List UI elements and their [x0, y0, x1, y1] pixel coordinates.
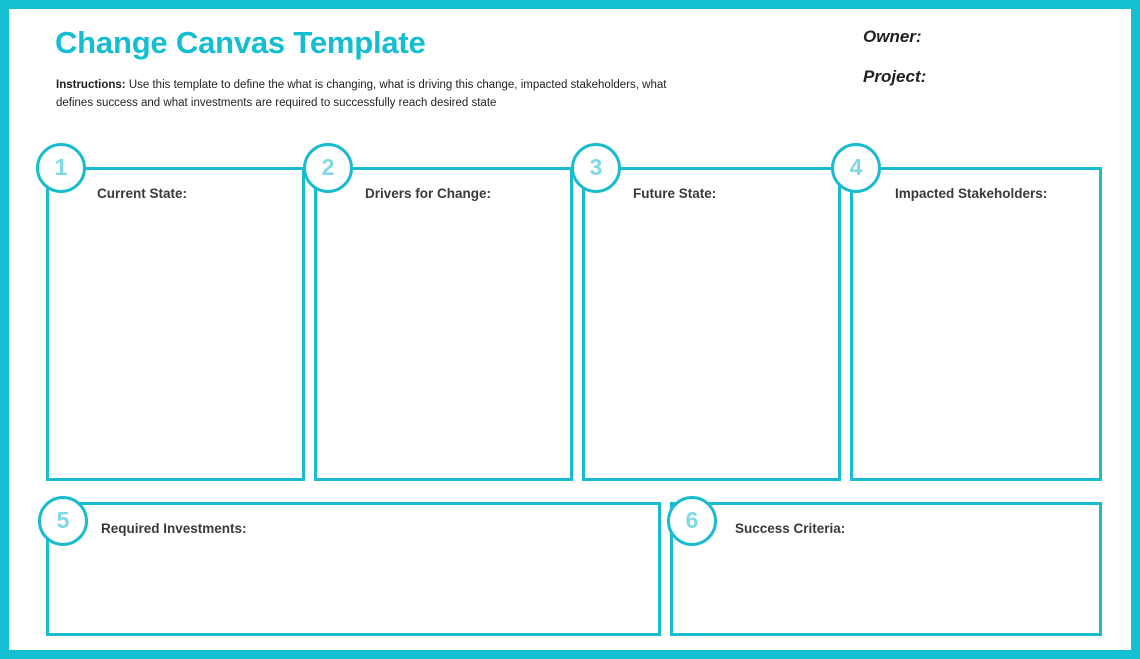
canvas-box-label: Drivers for Change: [365, 186, 492, 201]
canvas-box-success-criteria[interactable]: Success Criteria: [670, 502, 1102, 636]
canvas-box-content[interactable] [853, 216, 1099, 478]
step-number: 3 [589, 153, 603, 180]
step-number-circle-1: 1 [36, 143, 86, 193]
canvas-box-required-investments[interactable]: Required Investments: [46, 502, 661, 636]
owner-label: Owner: [863, 27, 922, 46]
canvas-box-current-state[interactable]: Current State: [46, 167, 305, 481]
canvas-box-label: Impacted Stakeholders: [895, 186, 1048, 201]
step-number: 2 [321, 153, 335, 180]
step-number-circle-2: 2 [303, 143, 353, 193]
step-number: 4 [849, 153, 863, 180]
step-number-circle-6: 6 [667, 496, 717, 546]
project-label: Project: [863, 67, 927, 86]
step-number: 1 [54, 153, 68, 180]
canvas-box-impacted-stakeholders[interactable]: Impacted Stakeholders: [850, 167, 1102, 481]
canvas-box-content[interactable] [673, 551, 1099, 633]
instructions-lead: Instructions: [56, 79, 126, 91]
instructions-text: Instructions: Use this template to defin… [56, 77, 696, 113]
canvas-box-content[interactable] [585, 216, 838, 478]
instructions-body: Use this template to define the what is … [56, 79, 667, 109]
step-number-circle-3: 3 [571, 143, 621, 193]
canvas-box-label: Required Investments: [101, 521, 247, 536]
canvas-inner-area: Change Canvas Template Instructions: Use… [9, 9, 1131, 650]
canvas-box-content[interactable] [49, 216, 302, 478]
canvas-box-label: Future State: [633, 186, 717, 201]
canvas-box-drivers-for-change[interactable]: Drivers for Change: [314, 167, 573, 481]
canvas-box-label: Current State: [97, 186, 188, 201]
canvas-box-label: Success Criteria: [735, 521, 846, 536]
canvas-box-content[interactable] [49, 551, 658, 633]
step-number: 5 [56, 506, 70, 533]
canvas-box-future-state[interactable]: Future State: [582, 167, 841, 481]
canvas-box-content[interactable] [317, 216, 570, 478]
meta-block: Owner: Project: [829, 19, 1089, 87]
step-number: 6 [685, 506, 699, 533]
page-title: Change Canvas Template [55, 25, 426, 60]
step-number-circle-4: 4 [831, 143, 881, 193]
step-number-circle-5: 5 [38, 496, 88, 546]
